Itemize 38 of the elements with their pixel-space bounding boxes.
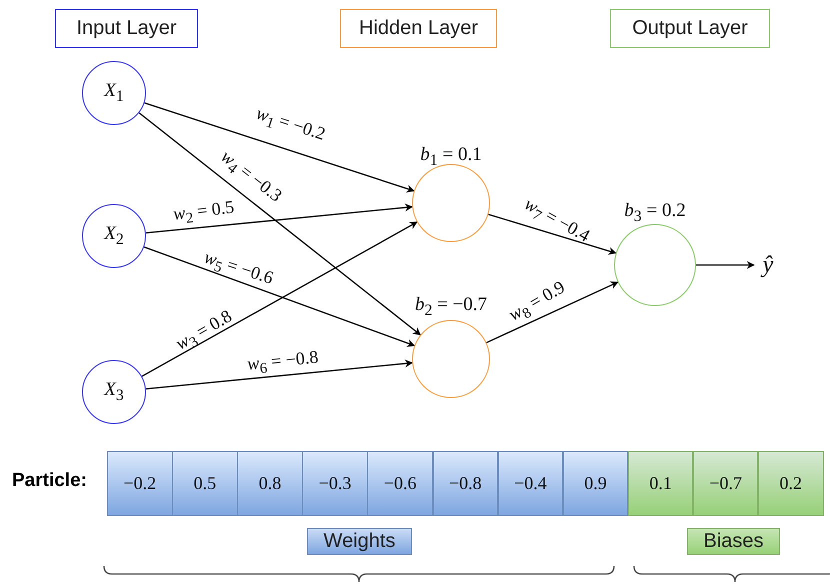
arrow bbox=[138, 112, 422, 336]
weight-label: w$_{6}$ = −0.8 bbox=[246, 346, 320, 380]
value-cell: 0.1 bbox=[628, 451, 694, 516]
value-cell: 0.5 bbox=[172, 451, 238, 516]
arrow bbox=[142, 222, 418, 377]
value-cell: −0.3 bbox=[302, 451, 368, 516]
arrow bbox=[146, 204, 413, 234]
neuron-circle bbox=[614, 224, 696, 306]
value-cell: 0.8 bbox=[237, 451, 303, 516]
value-cell: −0.8 bbox=[432, 451, 498, 516]
value-cell: 0.2 bbox=[758, 451, 824, 516]
arrow bbox=[488, 214, 617, 255]
value-cell: 0.9 bbox=[562, 451, 628, 516]
arrow bbox=[144, 246, 416, 347]
bias-label: b$_{1}$ = 0.1 bbox=[420, 144, 482, 170]
layer-title: Output Layer bbox=[610, 9, 770, 48]
arrow bbox=[696, 261, 755, 269]
bias-label: b$_{3}$ = 0.2 bbox=[624, 200, 686, 226]
input-neuron: X$_{2}$ bbox=[82, 204, 146, 268]
value-cell: −0.4 bbox=[498, 451, 564, 516]
value-cell: −0.6 bbox=[367, 451, 433, 516]
group-label: Biases bbox=[687, 528, 780, 555]
value-cell: −0.2 bbox=[107, 451, 173, 516]
layer-title: Hidden Layer bbox=[340, 9, 497, 48]
arrow bbox=[144, 102, 415, 192]
input-neuron: X$_{1}$ bbox=[82, 61, 146, 125]
input-neuron: X$_{3}$ bbox=[82, 360, 146, 424]
bias-label: b$_{2}$ = −0.7 bbox=[414, 294, 488, 320]
output-symbol: ŷ bbox=[754, 248, 782, 282]
neuron-circle bbox=[412, 320, 490, 398]
group-label: Weights bbox=[307, 528, 412, 555]
weight-label: w$_{2}$ = 0.5 bbox=[172, 196, 236, 229]
row-label: Particle: bbox=[12, 470, 87, 492]
layer-title: Input Layer bbox=[55, 9, 198, 48]
value-cell: −0.7 bbox=[692, 451, 758, 516]
arrow bbox=[146, 360, 413, 390]
arrow bbox=[486, 282, 618, 344]
neuron-circle bbox=[412, 164, 490, 242]
